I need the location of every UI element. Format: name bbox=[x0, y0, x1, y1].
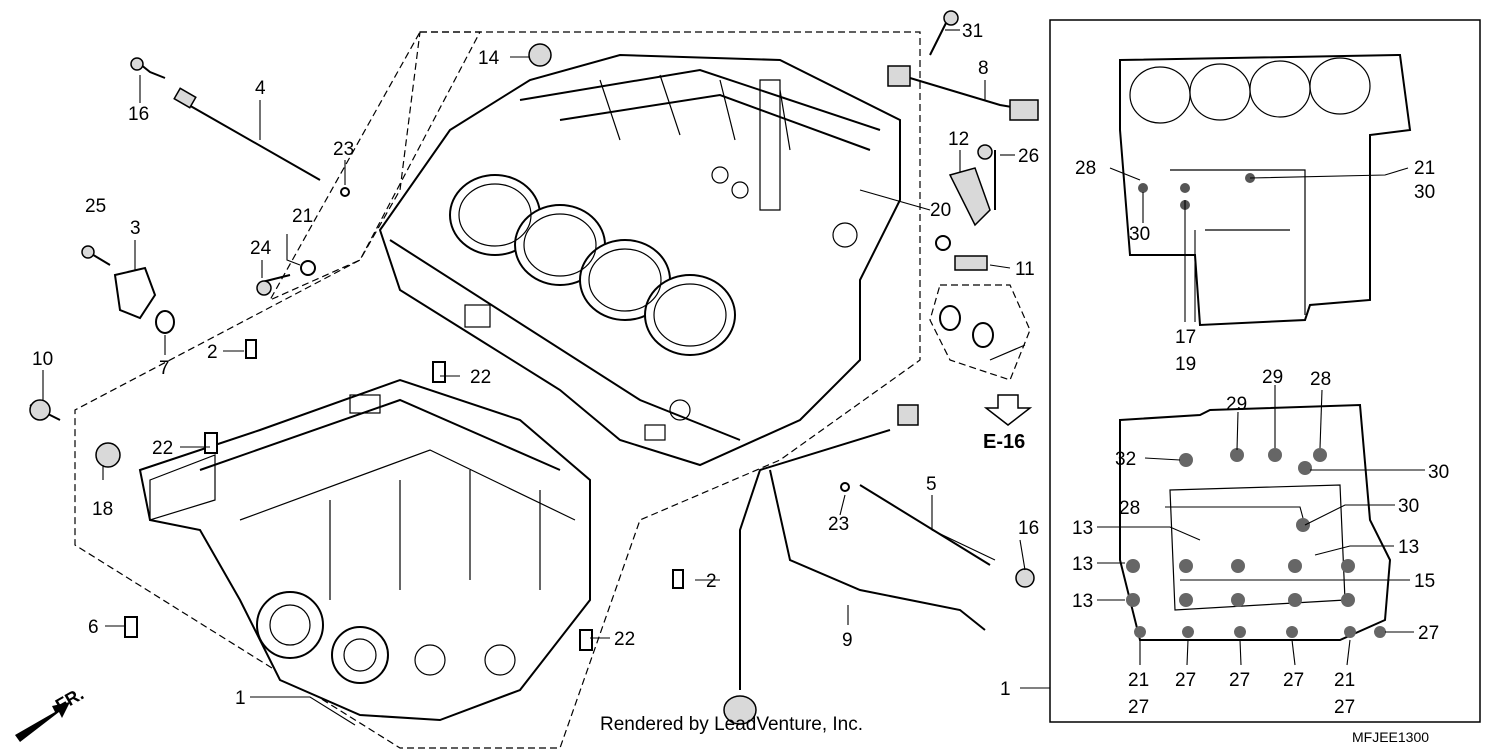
callout-6: 6 bbox=[88, 617, 99, 638]
assembly-outlines bbox=[74, 31, 1031, 749]
callout-30-d: 30 bbox=[1398, 496, 1419, 517]
oil-pipe-4 bbox=[179, 99, 321, 181]
e16-label: E-16 bbox=[983, 431, 1025, 453]
callout-29-b: 29 bbox=[1262, 367, 1283, 388]
callout-15: 15 bbox=[1414, 571, 1435, 592]
lower-crankcase bbox=[138, 378, 591, 722]
callout-7: 7 bbox=[159, 358, 170, 379]
plug-18 bbox=[95, 442, 121, 468]
callout-22-c: 22 bbox=[614, 629, 635, 650]
callout-27-d: 27 bbox=[1229, 670, 1250, 691]
callout-27-a: 27 bbox=[1418, 623, 1439, 644]
callout-26: 26 bbox=[1018, 146, 1039, 167]
callout-27-b: 27 bbox=[1128, 697, 1149, 718]
callout-25: 25 bbox=[85, 196, 106, 217]
callout-8: 8 bbox=[978, 58, 989, 79]
callout-3: 3 bbox=[130, 218, 141, 239]
callout-16-lower: 16 bbox=[1018, 518, 1039, 539]
oil-pipe-5 bbox=[859, 484, 991, 566]
callout-32: 32 bbox=[1115, 449, 1136, 470]
callout-20: 20 bbox=[930, 200, 951, 221]
callout-9: 9 bbox=[842, 630, 853, 651]
diagram-code: MFJEE1300 bbox=[1352, 729, 1429, 745]
callout-16-upper: 16 bbox=[128, 104, 149, 125]
callout-31: 31 bbox=[962, 21, 983, 42]
callout-21-inset-bl: 21 bbox=[1128, 670, 1149, 691]
inset-bolt-heads bbox=[1126, 448, 1386, 638]
inset-box bbox=[1049, 19, 1481, 723]
upper-crankcase bbox=[378, 53, 901, 467]
callout-13-c: 13 bbox=[1072, 591, 1093, 612]
callout-23-upper: 23 bbox=[333, 139, 354, 160]
callout-21-inset-top: 21 bbox=[1414, 158, 1435, 179]
harness-9 bbox=[739, 429, 891, 690]
plate-3 bbox=[113, 266, 157, 320]
small-parts bbox=[29, 10, 1039, 725]
callout-13-b: 13 bbox=[1072, 554, 1093, 575]
callout-17: 17 bbox=[1175, 327, 1196, 348]
callout-28-a: 28 bbox=[1075, 158, 1096, 179]
callout-10: 10 bbox=[32, 349, 53, 370]
callout-labels: 1 1 2 2 3 4 5 6 7 8 9 10 11 12 13 13 13 … bbox=[32, 21, 1449, 718]
callout-27-f: 27 bbox=[1334, 697, 1355, 718]
footer-credit: Rendered by LeadVenture, Inc. bbox=[600, 714, 863, 735]
callout-29-a: 29 bbox=[1226, 394, 1247, 415]
leader-lines bbox=[42, 29, 1425, 726]
callout-21-inset-br: 21 bbox=[1334, 670, 1355, 691]
callout-21: 21 bbox=[292, 206, 313, 227]
callout-27-e: 27 bbox=[1283, 670, 1304, 691]
callout-28-b: 28 bbox=[1310, 369, 1331, 390]
callout-2-upper: 2 bbox=[207, 342, 218, 363]
callout-18: 18 bbox=[92, 499, 113, 520]
callout-30-a: 30 bbox=[1414, 182, 1435, 203]
callout-2-lower: 2 bbox=[706, 571, 717, 592]
switch-11 bbox=[954, 255, 988, 271]
callout-13-d: 13 bbox=[1398, 537, 1419, 558]
callout-19: 19 bbox=[1175, 354, 1196, 375]
callout-30-b: 30 bbox=[1129, 224, 1150, 245]
callout-13-a: 13 bbox=[1072, 518, 1093, 539]
callout-5: 5 bbox=[926, 474, 937, 495]
callout-1-inset: 1 bbox=[1000, 679, 1011, 700]
callout-4: 4 bbox=[255, 78, 266, 99]
callout-12: 12 bbox=[948, 129, 969, 150]
callout-24: 24 bbox=[250, 238, 272, 259]
callout-1: 1 bbox=[235, 688, 246, 709]
callout-28-c: 28 bbox=[1119, 498, 1140, 519]
callout-11: 11 bbox=[1015, 259, 1035, 280]
callout-27-c: 27 bbox=[1175, 670, 1196, 691]
callout-22-a: 22 bbox=[470, 367, 491, 388]
bolt-14 bbox=[528, 43, 552, 67]
callout-30-c: 30 bbox=[1428, 462, 1449, 483]
callout-22-b: 22 bbox=[152, 438, 173, 459]
sensor-12 bbox=[948, 167, 991, 227]
front-direction-arrow: FR. bbox=[15, 684, 87, 742]
callout-23-lower: 23 bbox=[828, 514, 849, 535]
e16-reference: E-16 bbox=[983, 394, 1033, 453]
callout-14: 14 bbox=[478, 48, 500, 69]
